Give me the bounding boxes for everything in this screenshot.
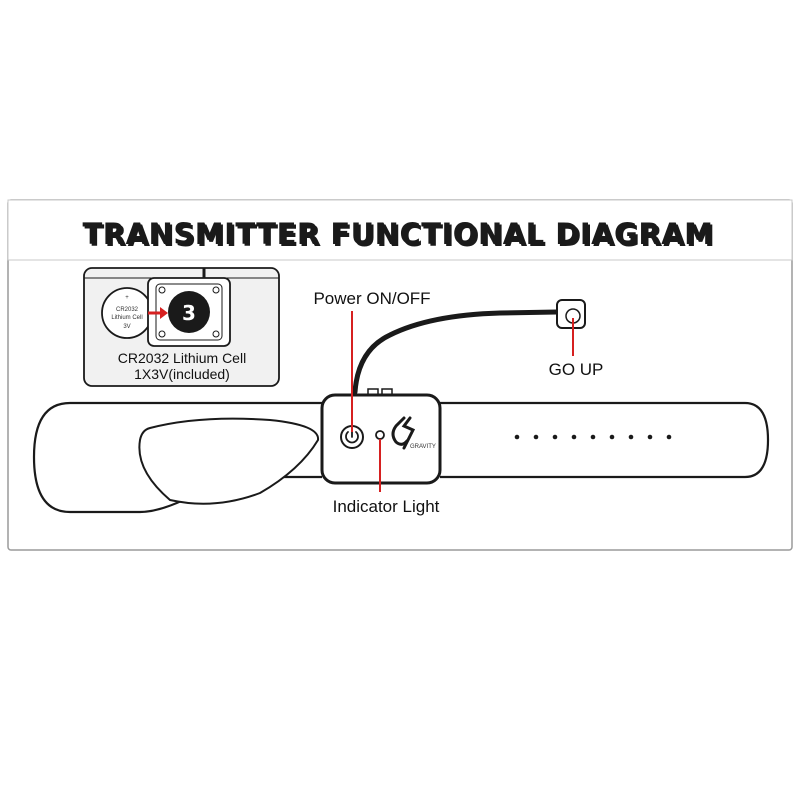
indicator-label: Indicator Light (333, 497, 440, 516)
arrow-right-icon (148, 307, 168, 319)
title-bar (7, 199, 793, 261)
holder-disc (168, 291, 210, 333)
indicator-light (375, 430, 385, 440)
battery-caption-line2: 1X3V(included) (134, 366, 230, 382)
battery-inset: + CR2032 Lithium Cell 3V 3 CR2032 Lithiu… (83, 267, 280, 387)
gravity-logo (391, 416, 416, 450)
go-up-label: GO UP (549, 360, 604, 379)
coin-text-1: CR2032 (116, 307, 139, 313)
power-label: Power ON/OFF (313, 289, 430, 308)
battery-caption-line1: CR2032 Lithium Cell (118, 350, 246, 366)
go-up-button[interactable] (556, 299, 586, 329)
holder-mark: 3 (182, 301, 196, 325)
logo-subtext: GRAVITY (410, 444, 436, 450)
strap-holes (514, 434, 672, 440)
strap-slot (138, 417, 320, 505)
go-up-cable (352, 309, 560, 395)
coin-text-3: 3V (123, 324, 130, 330)
coin-plus: + (125, 295, 129, 301)
title-shadow: TRANSMITTER FUNCTIONAL DIAGRAM (85, 219, 716, 253)
page-title: TRANSMITTER FUNCTIONAL DIAGRAM (83, 217, 714, 251)
coin-text-2: Lithium Cell (111, 315, 142, 321)
